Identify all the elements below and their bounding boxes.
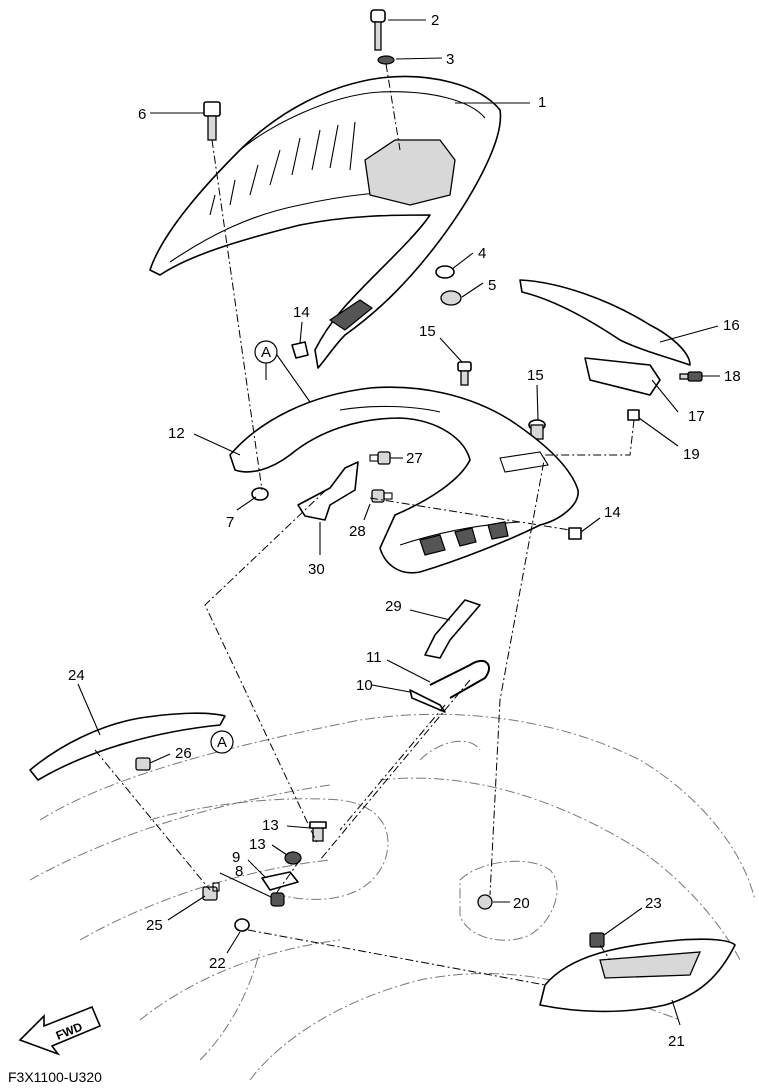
callout-label: 15: [419, 323, 436, 340]
part-26-nut: [135, 757, 151, 771]
part-4-grommet: [435, 265, 455, 279]
callout-label: 14: [604, 504, 621, 521]
part-29-strap: [424, 599, 481, 659]
callout-label: 15: [527, 367, 544, 384]
part-14-clip-lower: [568, 527, 582, 540]
callout-label: 4: [478, 245, 486, 262]
callout-label: 11: [366, 649, 382, 666]
callout-label: 14: [293, 304, 310, 321]
part-3-washer: [377, 55, 395, 65]
callout-label: 26: [175, 745, 192, 762]
callout-label: 18: [724, 368, 741, 385]
callout-label: 29: [385, 598, 402, 615]
callout-label: 17: [688, 408, 705, 425]
callout-numbers: 1 2 3 4 5 6 7 8 9 10 11 12 13 13 14 14 1…: [68, 12, 741, 1050]
part-8-nut: [270, 892, 285, 907]
callout-label: 2: [431, 12, 439, 29]
part-18-screw: [679, 371, 703, 382]
callout-label: 13: [249, 836, 266, 853]
callout-label: 9: [232, 849, 240, 866]
part-25-bolt: [202, 882, 220, 901]
part-15-bolt-left: [457, 361, 472, 386]
part-13-bolt: [309, 821, 327, 842]
callout-label: 7: [226, 514, 234, 531]
part-2-bolt: [370, 9, 386, 51]
part-17-cover: [584, 357, 661, 396]
callout-label: 10: [356, 677, 373, 694]
assembly-lines: [94, 63, 635, 986]
callout-label: 6: [138, 106, 146, 123]
part-23-clip: [589, 932, 605, 948]
part-16-side-rail: [519, 279, 691, 366]
part-27-bolt: [369, 451, 391, 465]
svg-text:A: A: [261, 344, 271, 361]
part-13-washer: [284, 851, 302, 865]
callout-label: 12: [168, 425, 185, 442]
part-20-nut: [477, 894, 493, 910]
callout-label: 5: [488, 277, 496, 294]
leader-lines: [77, 19, 720, 1026]
callout-label: 3: [446, 51, 454, 68]
svg-text:A: A: [217, 734, 227, 751]
callout-label: 8: [235, 863, 243, 880]
part-9-plate: [261, 871, 299, 891]
callout-label: 13: [262, 817, 279, 834]
callout-label: 24: [68, 667, 85, 684]
part-14-clip-upper: [291, 341, 309, 359]
fwd-arrow-icon: FWD: [18, 1005, 102, 1056]
part-11-u-bolt: [429, 659, 490, 699]
figure-code: F3X1100-U320: [8, 1069, 102, 1085]
part-5-nut: [440, 290, 462, 306]
callout-label: 16: [723, 317, 740, 334]
part-19-clip: [627, 409, 640, 421]
callout-label: 21: [668, 1033, 685, 1050]
callout-label: 22: [209, 955, 226, 972]
hull-deck-outline: [29, 713, 756, 1081]
part-6-bolt: [203, 101, 221, 141]
part-15-bolt-right: [528, 419, 546, 440]
callout-label: 23: [645, 895, 662, 912]
part-24-side-trim: [29, 712, 226, 781]
callout-label: 1: [538, 94, 546, 111]
ref-marker-a-lower: A: [210, 730, 234, 754]
callout-label: 25: [146, 917, 163, 934]
part-30-bracket: [297, 461, 359, 521]
callout-label: 28: [349, 523, 366, 540]
callout-label: 30: [308, 561, 325, 578]
part-21-side-cover: [539, 938, 736, 1013]
part-1-grab-handle: [149, 75, 502, 369]
callout-label: 19: [683, 446, 700, 463]
part-12-deck-cover: [229, 386, 579, 574]
callout-label: 20: [513, 895, 530, 912]
ref-marker-a-upper: A: [254, 340, 278, 364]
callout-label: 27: [406, 450, 423, 467]
part-22-washer: [234, 918, 250, 932]
part-10-plate: [409, 689, 446, 713]
